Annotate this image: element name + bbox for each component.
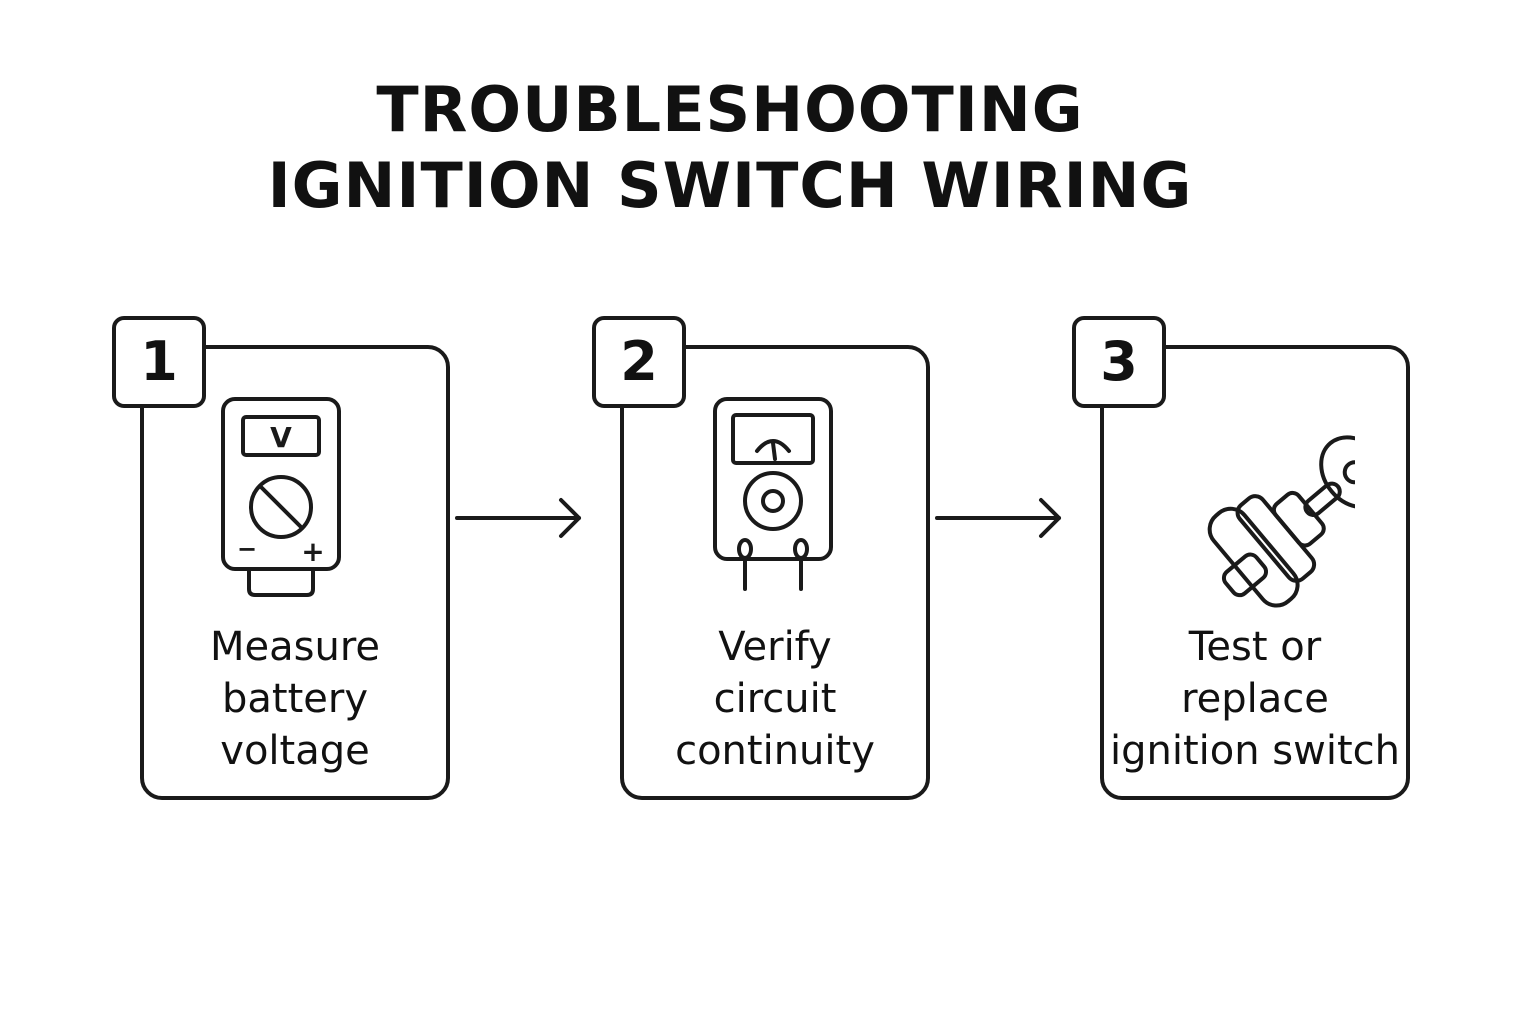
step-label-line: Verify [718, 624, 832, 670]
step-label-line: battery [222, 676, 368, 722]
step-label-line: Test or [1188, 624, 1322, 670]
ignition-key-switch-icon [1207, 435, 1355, 608]
plus-symbol-text: + [301, 535, 324, 568]
step-number-badge-3: 3 [1072, 316, 1166, 408]
title-line-2: IGNITION SWITCH WIRING [267, 149, 1193, 222]
multimeter-voltage-icon: V − + [221, 397, 341, 597]
step-number-badge-1: 1 [112, 316, 206, 408]
step-label-2: Verify circuit continuity [624, 621, 926, 777]
step-label-line: ignition switch [1110, 728, 1400, 774]
arrow-right-icon [455, 498, 581, 538]
diagram-title: TROUBLESHOOTING IGNITION SWITCH WIRING [230, 72, 1230, 224]
minus-symbol-text: − [237, 535, 257, 563]
step-card-3: Test or replace ignition switch [1100, 345, 1410, 800]
display-symbol-text: V [270, 421, 292, 454]
step-label-1: Measure battery voltage [144, 621, 446, 777]
step-label-line: Measure [210, 624, 380, 670]
step-label-line: replace [1181, 676, 1329, 722]
analog-meter-icon [713, 397, 833, 591]
step-card-2: Verify circuit continuity [620, 345, 930, 800]
step-label-3: Test or replace ignition switch [1104, 621, 1406, 777]
step-label-line: circuit [713, 676, 837, 722]
title-line-1: TROUBLESHOOTING [376, 73, 1084, 146]
arrow-right-icon [935, 498, 1061, 538]
step-label-line: voltage [220, 728, 370, 774]
step-label-line: continuity [675, 728, 875, 774]
step-number-badge-2: 2 [592, 316, 686, 408]
step-card-1: V − + Measure battery voltage [140, 345, 450, 800]
